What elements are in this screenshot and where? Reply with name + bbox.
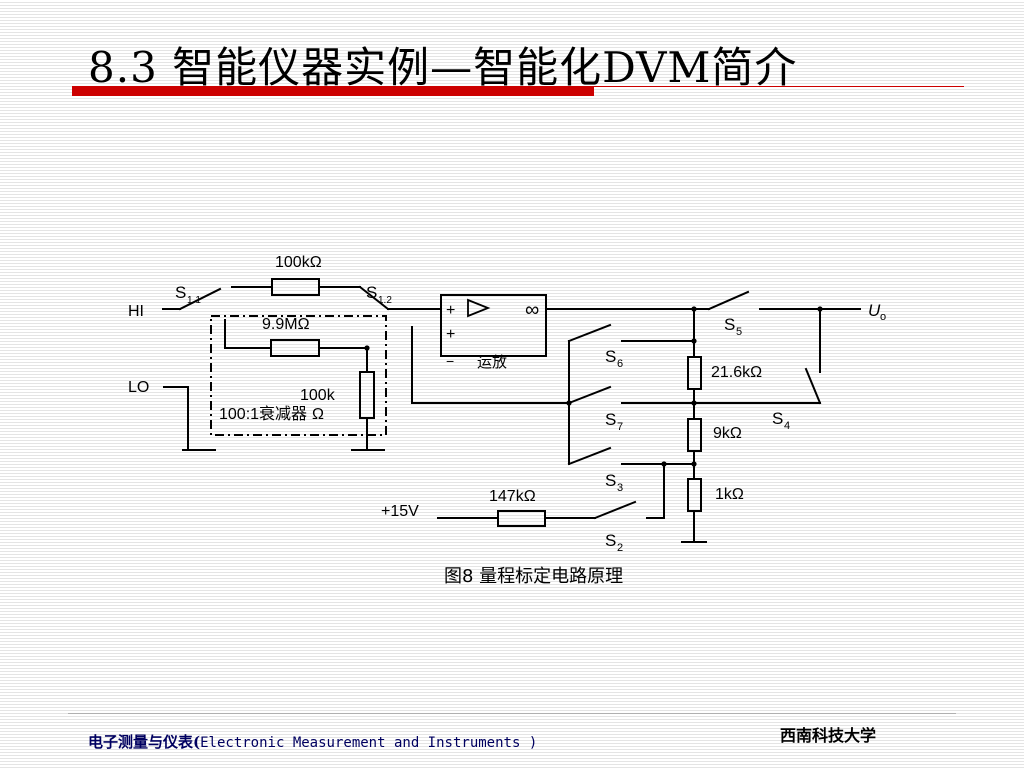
label-opamp-plus-1: + bbox=[446, 302, 455, 319]
switch-s5-blade bbox=[707, 290, 750, 311]
label-s3: S bbox=[605, 471, 616, 490]
wire-att-left bbox=[224, 319, 272, 349]
switch-s7-blade bbox=[567, 385, 612, 405]
label-opamp-infinity: ∞ bbox=[525, 299, 539, 321]
label-s5-sub: 5 bbox=[736, 326, 742, 338]
junction-dot bbox=[691, 306, 697, 312]
label-lo: LO bbox=[128, 379, 149, 396]
resistor-1k bbox=[687, 478, 702, 512]
title-underline-rule bbox=[594, 86, 964, 87]
wire-s2-right bbox=[646, 463, 665, 519]
footer-course-cn: 电子测量与仪表( bbox=[88, 733, 201, 751]
resistor-147k bbox=[497, 510, 546, 527]
resistor-9-9m bbox=[270, 339, 320, 357]
opamp-triangle bbox=[467, 298, 491, 318]
opamp-body bbox=[440, 294, 547, 357]
footer-course-en: Electronic Measurement and Instruments ) bbox=[200, 735, 538, 751]
label-s1-1-sub: 1.1 bbox=[187, 295, 201, 306]
switch-s1-2-blade bbox=[358, 285, 390, 311]
junction-dot bbox=[661, 461, 667, 467]
label-s5: S bbox=[724, 315, 735, 334]
wire-feedback-bus bbox=[411, 326, 570, 404]
resistor-9k bbox=[687, 418, 702, 452]
slide-title: 8.3 智能仪器实例—智能化DVM简介 bbox=[88, 43, 798, 92]
footer-rule bbox=[68, 713, 956, 714]
label-attenuator: 100:1衰减器 bbox=[219, 405, 307, 423]
switch-s6-blade bbox=[567, 323, 612, 343]
attenuator-box bbox=[210, 315, 387, 436]
junction-dot bbox=[691, 400, 697, 406]
switch-s4-blade bbox=[804, 367, 822, 405]
label-s1-1: S bbox=[175, 283, 186, 302]
label-s1-2-sub: 1.2 bbox=[378, 295, 392, 306]
resistor-21-6k bbox=[687, 356, 702, 390]
label-s4: S bbox=[772, 409, 783, 428]
junction-dot bbox=[691, 461, 697, 467]
label-s6-sub: 6 bbox=[617, 358, 623, 370]
figure-caption: 图8 量程标定电路原理 bbox=[444, 566, 624, 587]
junction-dot bbox=[691, 338, 697, 344]
label-opamp-name: 运放 bbox=[477, 354, 507, 371]
label-resistor-9k: 9kΩ bbox=[713, 425, 742, 442]
label-s7-sub: 7 bbox=[617, 421, 623, 433]
label-opamp-minus: − bbox=[446, 353, 454, 369]
junction-dot bbox=[566, 400, 572, 406]
resistor-100k-top bbox=[271, 278, 320, 296]
footer-course-title: 电子测量与仪表(Electronic Measurement and Instr… bbox=[88, 731, 537, 752]
label-resistor-147k: 147kΩ bbox=[489, 488, 536, 505]
label-resistor-9-9m: 9.9MΩ bbox=[262, 316, 310, 333]
label-s3-sub: 3 bbox=[617, 482, 623, 494]
wire-lo bbox=[163, 386, 189, 451]
label-s2-sub: 2 bbox=[617, 542, 623, 554]
footer-school-name: 西南科技大学 bbox=[780, 726, 877, 745]
label-supply: +15V bbox=[381, 503, 419, 520]
label-resistor-100k-shunt: 100k bbox=[300, 387, 336, 404]
label-s2: S bbox=[605, 531, 616, 550]
junction-dot bbox=[364, 345, 370, 351]
label-s7: S bbox=[605, 410, 616, 429]
label-opamp-plus-2: + bbox=[446, 326, 455, 343]
label-resistor-100k-shunt-unit: Ω bbox=[312, 406, 324, 423]
resistor-100k-shunt bbox=[359, 371, 375, 419]
switch-s2-blade bbox=[593, 500, 637, 520]
label-uo-sub: o bbox=[880, 311, 886, 323]
label-s6: S bbox=[605, 347, 616, 366]
junction-dot bbox=[817, 306, 823, 312]
label-hi: HI bbox=[128, 303, 144, 320]
label-s1-2: S bbox=[366, 283, 377, 302]
label-s4-sub: 4 bbox=[784, 420, 790, 432]
label-resistor-21-6k: 21.6kΩ bbox=[711, 364, 762, 381]
switch-s3-blade bbox=[567, 446, 612, 466]
title-underline-bar bbox=[72, 86, 594, 96]
label-uo: U bbox=[868, 301, 881, 320]
label-resistor-100k-top: 100kΩ bbox=[275, 254, 322, 271]
switch-s1-1-blade bbox=[178, 287, 222, 311]
label-resistor-1k: 1kΩ bbox=[715, 486, 744, 503]
